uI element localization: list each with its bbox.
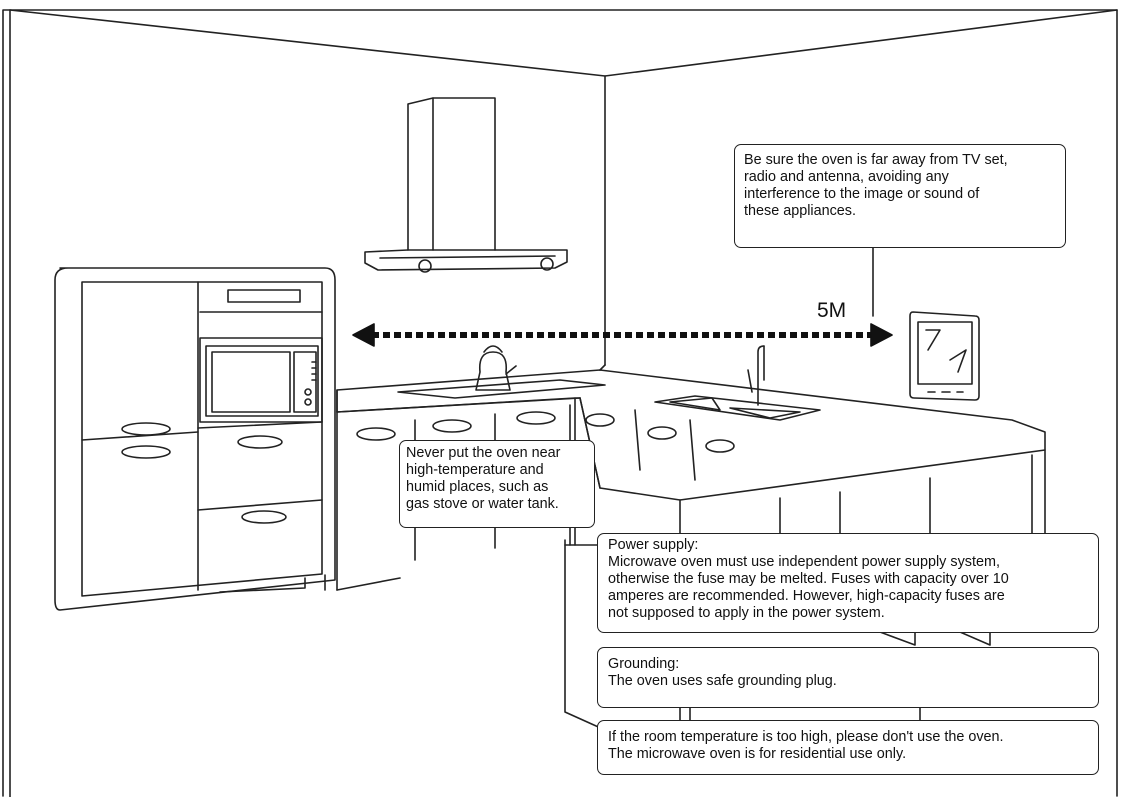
tall-cabinet-icon: [55, 268, 335, 610]
power-note-line: Microwave oven must use independent powe…: [608, 554, 1088, 571]
power-supply-note: Power supply: Microwave oven must use in…: [597, 533, 1099, 633]
arrow-head-left: [353, 324, 374, 346]
ground-note-line: The oven uses safe grounding plug.: [608, 673, 1088, 690]
power-note-line: amperes are recommended. However, high-c…: [608, 588, 1088, 605]
faucet-icon: [748, 346, 764, 405]
temp-note-line: The microwave oven is for residential us…: [608, 746, 1088, 763]
grounding-note: Grounding: The oven uses safe grounding …: [597, 647, 1099, 708]
temp-note-line: If the room temperature is too high, ple…: [608, 729, 1088, 746]
power-note-title: Power supply:: [608, 537, 1088, 554]
distance-label: 5M: [817, 299, 846, 323]
tv-note-line: these appliances.: [744, 203, 1056, 220]
heat-note-line: high-temperature and: [406, 462, 588, 479]
power-note-line: otherwise the fuse may be melted. Fuses …: [608, 571, 1088, 588]
tv-note-line: radio and antenna, avoiding any: [744, 169, 1056, 186]
room-temperature-note: If the room temperature is too high, ple…: [597, 720, 1099, 775]
ground-note-title: Grounding:: [608, 656, 1088, 673]
microwave-oven-icon: [200, 338, 322, 422]
tv-note-line: interference to the image or sound of: [744, 186, 1056, 203]
sink-icon: [655, 396, 820, 420]
tv-set-icon: [910, 312, 979, 400]
heat-note-line: Never put the oven near: [406, 445, 588, 462]
heat-note-line: humid places, such as: [406, 479, 588, 496]
tv-note-line: Be sure the oven is far away from TV set…: [744, 152, 1056, 169]
heat-humidity-note: Never put the oven near high-temperature…: [399, 440, 595, 528]
power-note-line: not supposed to apply in the power syste…: [608, 605, 1088, 622]
heat-note-line: gas stove or water tank.: [406, 496, 588, 513]
arrow-head-right: [871, 324, 892, 346]
tv-interference-note: Be sure the oven is far away from TV set…: [734, 144, 1066, 248]
range-hood-icon: [365, 98, 567, 272]
wall-corner-line: [10, 10, 1117, 76]
